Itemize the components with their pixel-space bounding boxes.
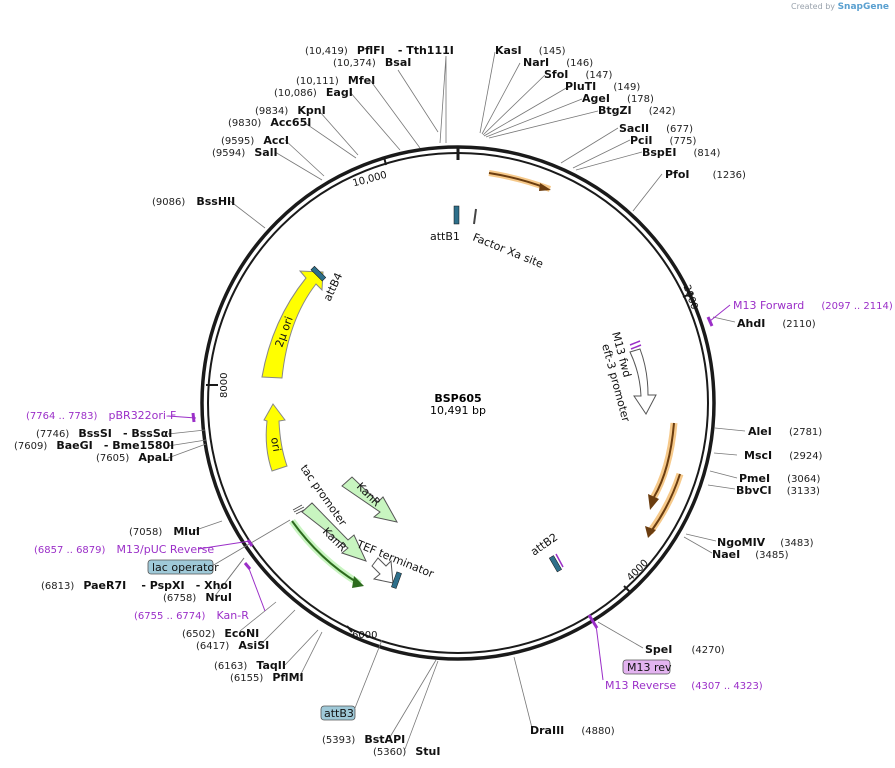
site-m13-reverse: M13 Reverse (4307 .. 4323): [605, 674, 763, 693]
factorxa-marker: [473, 208, 477, 225]
feature-kanr-lower-arc: [291, 520, 359, 584]
site-pbr322ori: (7764 .. 7783) pBR322ori-F: [26, 404, 176, 423]
site-econi: (6502) EcoNI: [182, 622, 259, 641]
tick-10000: [383, 156, 387, 166]
site-mlui: (7058) MluI: [129, 520, 200, 539]
feature-factorxa: Factor Xa site: [471, 231, 545, 271]
site-bspei: BspEI (814): [642, 141, 721, 160]
feature-attb1: attB1: [430, 230, 460, 243]
site-msci: MscI (2924): [744, 444, 823, 463]
feature-attb2: attB2: [528, 531, 560, 559]
site-agei: AgeI (178): [582, 87, 654, 106]
attb3-marker: [391, 571, 402, 589]
snapgene-logo: SnapGene: [837, 2, 889, 12]
site-sali: (9594) SalI: [212, 141, 278, 160]
site-sacii: SacII (677): [619, 117, 693, 136]
tick-6000: [346, 625, 353, 633]
credit-prefix: Created by: [791, 2, 836, 11]
site-ngomiv: NgoMIV (3483): [717, 531, 814, 550]
plasmid-name: BSP605: [434, 392, 481, 405]
tick-label-8000: 8000: [219, 373, 230, 398]
primer-marks: [191, 316, 714, 629]
site-pflfi: (10,419) PflFI - Tth111I: [305, 39, 454, 58]
tick-label-10000: 10,000: [352, 170, 389, 190]
tick-label-4000: 4000: [625, 558, 651, 584]
tick-marks: [206, 156, 694, 633]
site-draiii: DraIII (4880): [530, 719, 615, 738]
site-sfoi: SfoI (147): [544, 63, 612, 82]
site-acci: (9595) AccI: [221, 129, 289, 148]
site-stui: (5360) StuI: [373, 740, 440, 759]
attb4-marker: [310, 265, 327, 282]
plasmid-size: 10,491 bp: [430, 404, 486, 417]
feature-eft3-arrow: [629, 348, 657, 415]
site-pflmi: (6155) PflMI: [230, 666, 304, 685]
attb3-box-label: attB3: [324, 707, 354, 720]
m13-rev-box: [622, 659, 671, 675]
site-pfoi: PfoI (1236): [665, 163, 746, 182]
site-spei: SpeI (4270): [645, 638, 725, 657]
feature-kanr-lower: [301, 502, 367, 562]
attb1-marker: [453, 205, 460, 225]
lac-operator-label: lac operator: [152, 561, 219, 574]
site-asisi: (6417) AsiSI: [196, 634, 269, 653]
tick-label-6000: 6000: [352, 630, 377, 641]
primer-lines: [167, 304, 731, 681]
attb3-box: [320, 705, 356, 721]
feature-kanr-upper: [341, 476, 398, 523]
site-kasi: KasI (145): [495, 39, 566, 58]
site-bsshii: (9086) BssHII: [152, 190, 235, 209]
site-acc65i: (9830) Acc65I: [228, 111, 311, 130]
site-m13-forward: M13 Forward (2097 .. 2114): [733, 294, 893, 313]
site-pluti: PluTI (149): [565, 75, 640, 94]
site-taqii: (6163) TaqII: [214, 654, 286, 673]
site-bsssi: (7746) BssSI - BssSαI: [36, 422, 172, 441]
site-mfei: (10,111) MfeI: [296, 69, 375, 88]
site-paer7i: (6813) PaeR7I - PspXI - XhoI: [41, 574, 232, 593]
site-baegi: (7609) BaeGI - Bme1580I: [14, 434, 174, 453]
site-kpni: (9834) KpnI: [255, 99, 326, 118]
feature-ori-label: ori: [268, 436, 283, 452]
site-nari: NarI (146): [523, 51, 593, 70]
feature-tef: TEF terminator: [354, 537, 436, 580]
m13-rev-box-label: M13 rev: [627, 661, 672, 674]
site-nrui: (6758) NruI: [163, 586, 232, 605]
site-bbvci: BbvCI (3133): [736, 479, 820, 498]
site-pcii: PciI (775): [630, 129, 697, 148]
site-m13puc: (6857 .. 6879) M13/pUC Reverse: [34, 538, 214, 557]
lac-operator-box: [147, 559, 214, 575]
site-alei: AleI (2781): [748, 420, 822, 439]
site-eagi: (10,086) EagI: [274, 81, 353, 100]
feature-tef-arrow: [371, 557, 394, 584]
site-btgzi: BtgZI (242): [598, 99, 676, 118]
tick-4000: [623, 585, 631, 593]
feature-right-orange-1: [648, 422, 678, 502]
site-bstapi: (5393) BstAPI: [322, 728, 405, 747]
snapgene-credit: Created by SnapGene: [791, 2, 889, 12]
site-ahdi: AhdI (2110): [737, 312, 816, 331]
feature-attb4: attB4: [321, 271, 345, 304]
site-naei: NaeI (3485): [712, 543, 789, 562]
site-kanr-primer: (6755 .. 6774) Kan-R: [134, 604, 249, 623]
site-pmei: PmeI (3064): [739, 467, 821, 486]
feature-ori: [263, 403, 288, 472]
site-bsai: (10,374) BsaI: [333, 51, 411, 70]
attb2-marker: [548, 555, 562, 573]
leader-lines: [167, 51, 746, 750]
site-apali: (7605) ApaLI: [96, 446, 173, 465]
tick-2000: [682, 292, 694, 298]
